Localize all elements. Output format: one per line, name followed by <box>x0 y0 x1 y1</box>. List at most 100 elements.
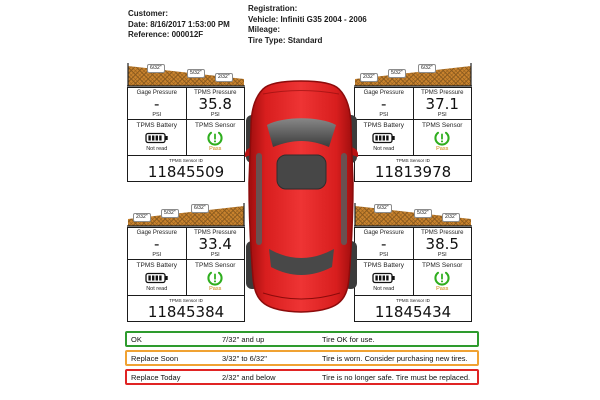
tread-depth-wedge: 2/32" 5/32" 6/32" <box>127 202 245 227</box>
battery-status: Not read <box>373 286 395 292</box>
legend-range: 3/32" to 6/32" <box>222 353 267 363</box>
side-window-left <box>256 153 262 245</box>
tpms-sensor-label: TPMS Sensor <box>422 262 463 269</box>
tpms-pressure-cell: TPMS Pressure 33.4 PSI <box>185 228 245 259</box>
reference-number: Reference: 000012F <box>128 30 204 39</box>
gage-pressure-label: Gage Pressure <box>136 90 177 96</box>
psi-label: PSI <box>152 112 162 118</box>
tread-depth-legend: OK 7/32" and up Tire OK for use. Replace… <box>125 331 479 388</box>
gage-pressure-cell: Gage Pressure - PSI <box>128 228 186 259</box>
trunk-line <box>262 292 341 300</box>
legend-status: Replace Today <box>131 372 181 382</box>
legend-row-replace-today: Replace Today 2/32" and below Tire is no… <box>125 369 479 385</box>
gage-pressure-label: Gage Pressure <box>136 230 177 236</box>
vehicle-info-block: Registration: Vehicle: Infiniti G35 2004… <box>248 4 367 46</box>
tpms-pressure-value: 38.5 <box>425 235 459 253</box>
tpms-sensor-icon <box>414 270 472 286</box>
tire-panel-front-right: 2/32" 5/32" 6/32" Gage Pressure - PSI TP… <box>354 62 472 182</box>
tpms-pressure-label: TPMS Pressure <box>421 230 464 236</box>
psi-label: PSI <box>152 252 162 258</box>
report-date: Date: 8/16/2017 1:53:00 PM <box>128 19 230 29</box>
tpms-pressure-label: TPMS Pressure <box>194 90 237 96</box>
tread-chip: 2/32" <box>442 213 460 222</box>
tread-depth-wedge: 6/32" 5/32" 2/32" <box>354 202 472 227</box>
tpms-pressure-value: 35.8 <box>198 95 232 113</box>
tpms-pressure-value: 37.1 <box>425 95 459 113</box>
tpms-pressure-cell: TPMS Pressure 37.1 PSI <box>412 88 472 119</box>
tpms-battery-cell: TPMS Battery Not read <box>355 120 413 155</box>
tpms-battery-label: TPMS Battery <box>363 122 404 129</box>
sensor-id-cell: TPMS Sensor ID 11845434 <box>355 296 471 321</box>
tpms-sensor-icon <box>187 130 245 146</box>
legend-row-replace-soon: Replace Soon 3/32" to 6/32" Tire is worn… <box>125 350 479 366</box>
tpms-sensor-icon <box>187 270 245 286</box>
battery-icon <box>128 270 186 286</box>
tpms-pressure-label: TPMS Pressure <box>194 230 237 236</box>
sensor-status: Pass <box>209 286 222 292</box>
side-window-right <box>341 153 347 245</box>
hood-line <box>262 90 340 95</box>
gage-pressure-value: - <box>381 235 387 253</box>
legend-description: Tire OK for use. <box>322 334 375 344</box>
tread-chip: 6/32" <box>374 204 392 213</box>
windshield <box>267 118 336 147</box>
tpms-battery-label: TPMS Battery <box>136 262 177 269</box>
battery-icon <box>355 270 413 286</box>
sensor-id-value: 11813978 <box>374 163 452 181</box>
gage-pressure-value: - <box>154 235 160 253</box>
psi-label: PSI <box>379 252 389 258</box>
rear-window <box>269 249 334 275</box>
gage-pressure-cell: Gage Pressure - PSI <box>355 88 413 119</box>
sensor-id-label: TPMS Sensor ID <box>169 298 203 303</box>
gage-pressure-value: - <box>154 95 160 113</box>
gage-pressure-cell: Gage Pressure - PSI <box>128 88 186 119</box>
psi-label: PSI <box>210 112 220 118</box>
mileage-label: Mileage: <box>248 25 281 34</box>
tread-chip: 2/32" <box>215 73 233 82</box>
legend-status: Replace Soon <box>131 353 179 363</box>
tire-panel-rear-left: 2/32" 5/32" 6/32" Gage Pressure - PSI TP… <box>127 202 245 322</box>
tread-chip: 6/32" <box>147 64 165 73</box>
sensor-id-value: 11845434 <box>374 303 452 321</box>
sensor-status: Pass <box>209 146 222 152</box>
tpms-sensor-cell: TPMS Sensor Pass <box>412 120 472 155</box>
tread-chip: 5/32" <box>187 69 205 78</box>
vehicle-model: Vehicle: Infiniti G35 2004 - 2006 <box>248 14 367 24</box>
tire-data-table: Gage Pressure - PSI TPMS Pressure 38.5 P… <box>354 227 472 322</box>
gage-pressure-label: Gage Pressure <box>363 90 404 96</box>
gage-pressure-value: - <box>381 95 387 113</box>
tpms-battery-cell: TPMS Battery Not read <box>355 260 413 295</box>
tire-data-table: Gage Pressure - PSI TPMS Pressure 37.1 P… <box>354 87 472 182</box>
psi-label: PSI <box>379 112 389 118</box>
battery-icon <box>355 130 413 146</box>
tpms-sensor-label: TPMS Sensor <box>195 262 236 269</box>
tread-chip: 5/32" <box>388 69 406 78</box>
psi-label: PSI <box>437 112 447 118</box>
tpms-pressure-cell: TPMS Pressure 38.5 PSI <box>412 228 472 259</box>
tpms-sensor-icon <box>414 130 472 146</box>
sensor-id-label: TPMS Sensor ID <box>396 158 430 163</box>
tpms-battery-cell: TPMS Battery Not read <box>128 120 186 155</box>
tread-chip: 5/32" <box>161 209 179 218</box>
tpms-battery-label: TPMS Battery <box>136 122 177 129</box>
tpms-sensor-cell: TPMS Sensor Pass <box>185 120 245 155</box>
tread-chip: 2/32" <box>360 73 378 82</box>
tire-type: Tire Type: Standard <box>248 35 323 45</box>
legend-row-ok: OK 7/32" and up Tire OK for use. <box>125 331 479 347</box>
battery-icon <box>128 130 186 146</box>
tpms-sensor-cell: TPMS Sensor Pass <box>185 260 245 295</box>
tpms-battery-label: TPMS Battery <box>363 262 404 269</box>
tread-chip: 2/32" <box>133 213 151 222</box>
legend-range: 2/32" and below <box>222 372 276 382</box>
sensor-status: Pass <box>436 286 449 292</box>
legend-status: OK <box>131 334 142 344</box>
sunroof <box>276 154 327 190</box>
tpms-sensor-cell: TPMS Sensor Pass <box>412 260 472 295</box>
tread-wedge-graphic <box>354 63 472 87</box>
sensor-id-label: TPMS Sensor ID <box>396 298 430 303</box>
gage-pressure-label: Gage Pressure <box>363 230 404 236</box>
battery-status: Not read <box>373 146 395 152</box>
customer-info-block: Customer: Date: 8/16/2017 1:53:00 PM Ref… <box>128 9 230 41</box>
sensor-status: Pass <box>436 146 449 152</box>
